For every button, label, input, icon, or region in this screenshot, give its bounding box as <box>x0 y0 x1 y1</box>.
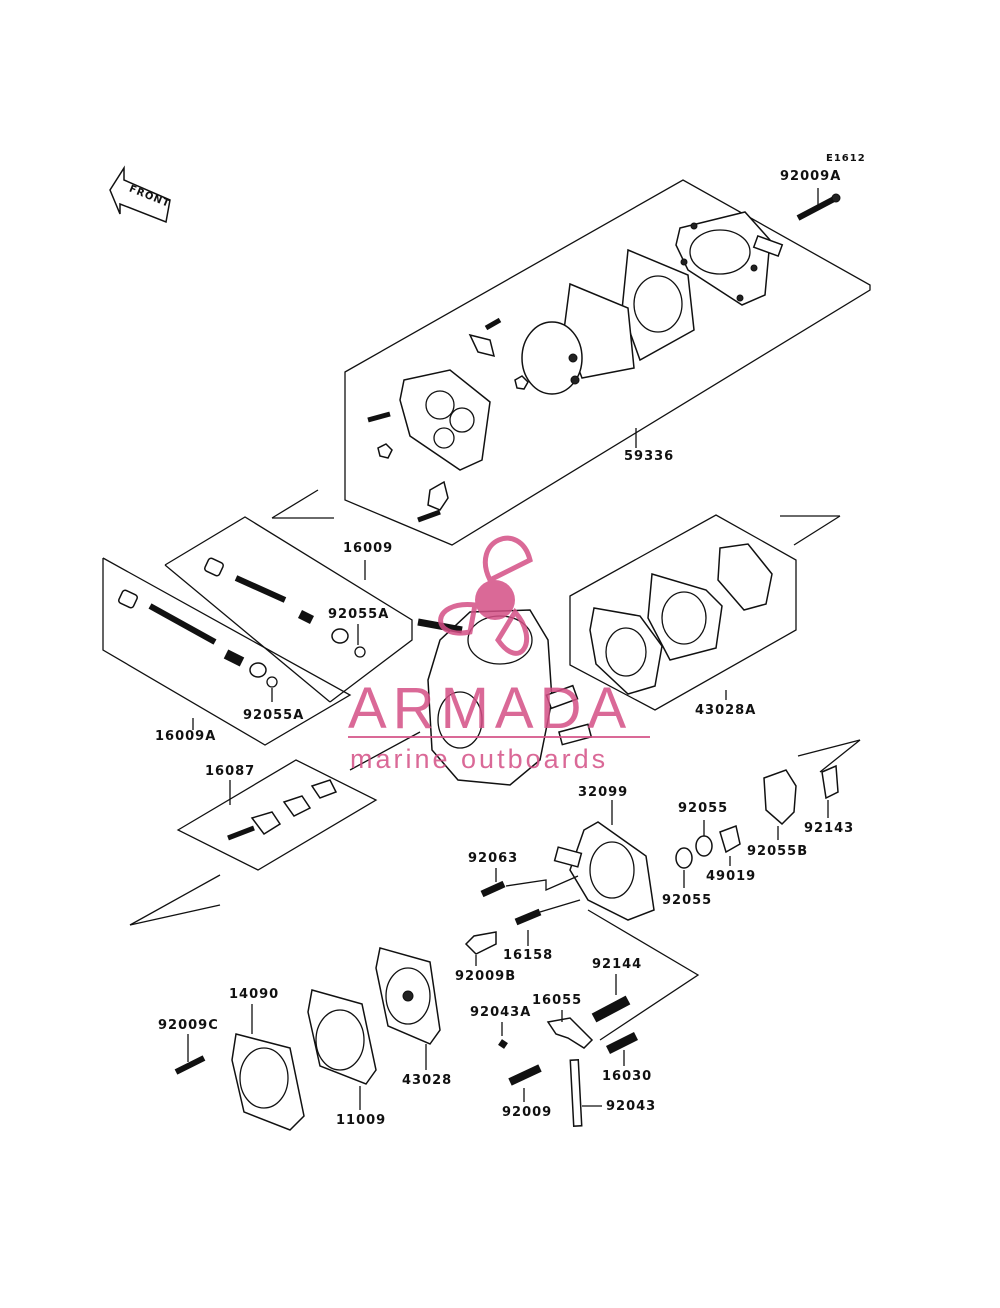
pin-92043 <box>569 1059 583 1127</box>
propeller-logo-icon <box>438 535 533 656</box>
label-92055-bot: 92055 <box>662 893 712 908</box>
screw-92063 <box>480 880 506 898</box>
gasket-11009 <box>307 989 377 1085</box>
label-92009C: 92009C <box>158 1018 219 1033</box>
label-43028: 43028 <box>402 1073 452 1088</box>
label-92009A: 92009A <box>780 169 841 184</box>
label-92009: 92009 <box>502 1105 552 1120</box>
clip-92143 <box>821 764 839 800</box>
valve-flap-part-2 <box>427 480 449 511</box>
spring-92144 <box>591 995 631 1023</box>
pump-body-part <box>399 369 491 471</box>
bolt-92009B <box>464 931 497 955</box>
fuel-pump-assembly-group: 59336 <box>344 179 871 546</box>
label-16009A: 16009A <box>155 729 216 744</box>
label-92055A-bot: 92055A <box>243 708 304 723</box>
lever-16055 <box>546 1017 594 1049</box>
pump-cover-part <box>675 211 784 306</box>
label-92055B: 92055B <box>747 844 808 859</box>
label-92063: 92063 <box>468 851 518 866</box>
label-16087: 16087 <box>205 764 255 779</box>
label-11009: 11009 <box>336 1113 386 1128</box>
label-92144: 92144 <box>592 957 642 972</box>
plug-49019 <box>719 824 741 854</box>
nut-part-2 <box>377 443 393 459</box>
bolt-92009A-icon <box>796 193 841 221</box>
pump-body-32099 <box>553 800 700 1041</box>
needle-valve-group-16009A <box>102 557 352 746</box>
label-14090: 14090 <box>229 987 279 1002</box>
label-43028A: 43028A <box>695 703 756 718</box>
valve-flap-part <box>468 333 496 358</box>
label-92055-top: 92055 <box>678 801 728 816</box>
label-92055A-top: 92055A <box>328 607 389 622</box>
nut-part <box>514 375 529 390</box>
needle-16030 <box>605 1031 639 1055</box>
label-59336: 59336 <box>624 449 674 464</box>
gasket-plate-a <box>621 248 695 362</box>
label-92043: 92043 <box>606 1099 656 1114</box>
label-32099: 32099 <box>578 785 628 800</box>
gasket-group-43028A <box>569 514 797 711</box>
label-49019: 49019 <box>706 869 756 884</box>
valve-group-16087 <box>176 731 421 871</box>
needle-valve-group-16009 <box>164 516 413 703</box>
front-arrow-icon: FRONT <box>109 165 172 224</box>
screw-92009 <box>508 1064 542 1086</box>
o-ring-92055-a <box>675 847 693 869</box>
watermark-tagline: marine outboards <box>350 744 608 774</box>
label-16030: 16030 <box>602 1069 652 1084</box>
watermark-brand: ARMADA <box>348 676 632 741</box>
cover-14090 <box>231 1033 305 1131</box>
bolt-92009C <box>174 1055 206 1075</box>
watermark-logo: ARMADA marine outboards <box>348 535 650 774</box>
label-16158: 16158 <box>503 948 553 963</box>
o-ring-92055-b <box>695 835 713 857</box>
label-92043A: 92043A <box>470 1005 531 1020</box>
label-92009B: 92009B <box>455 969 516 984</box>
label-92143: 92143 <box>804 821 854 836</box>
diagram-code: E1612 <box>826 153 866 164</box>
screw-16158 <box>514 908 542 926</box>
label-16055: 16055 <box>532 993 582 1008</box>
label-16009: 16009 <box>343 541 393 556</box>
diaphragm-ring <box>521 321 583 395</box>
cap-92055B <box>763 769 797 826</box>
